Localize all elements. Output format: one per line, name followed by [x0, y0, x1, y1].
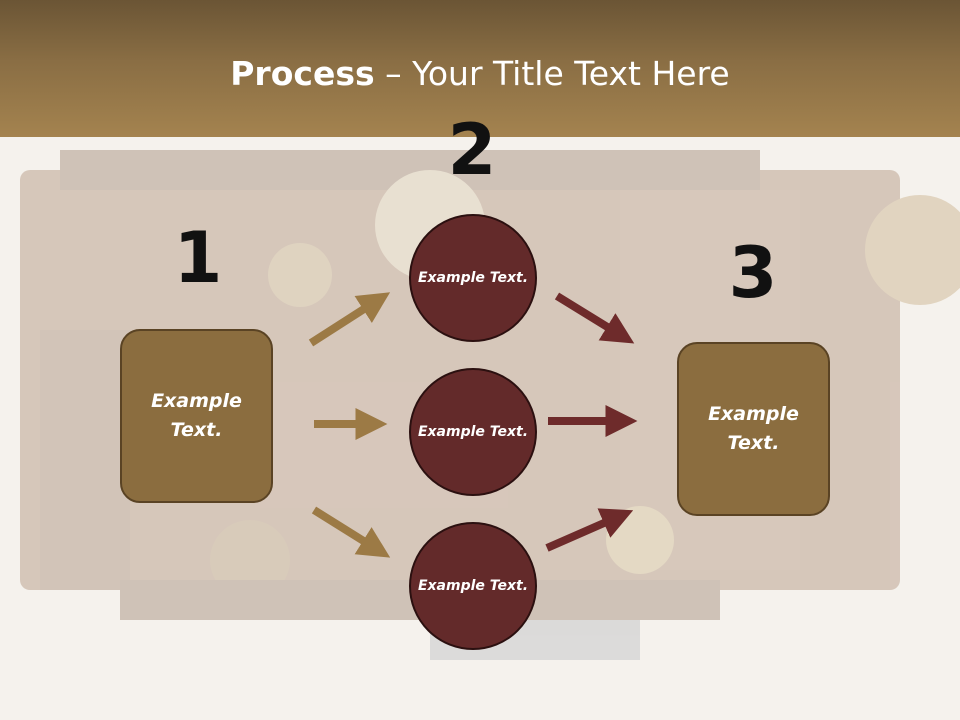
step-number-3: 3 [728, 232, 778, 314]
step-box-left-text: Example Text. [151, 390, 242, 441]
title-bold: Process [230, 54, 375, 93]
title-rest: – Your Title Text Here [374, 54, 730, 93]
step-circle-middle-text: Example Text. [417, 423, 529, 440]
step-box-left: Example Text. [120, 329, 273, 503]
step-box-right: Example Text. [677, 342, 830, 516]
step-circle-bottom: Example Text. [409, 522, 537, 650]
step-number-2: 2 [447, 109, 497, 191]
step-number-1: 1 [173, 217, 223, 299]
step-circle-bottom-text: Example Text. [417, 577, 529, 594]
step-circle-top: Example Text. [409, 214, 537, 342]
step-circle-top-text: Example Text. [417, 269, 529, 286]
slide-title: Process – Your Title Text Here [0, 52, 960, 96]
step-box-right-text: Example Text. [708, 403, 799, 454]
step-circle-middle: Example Text. [409, 368, 537, 496]
title-band [0, 0, 960, 137]
